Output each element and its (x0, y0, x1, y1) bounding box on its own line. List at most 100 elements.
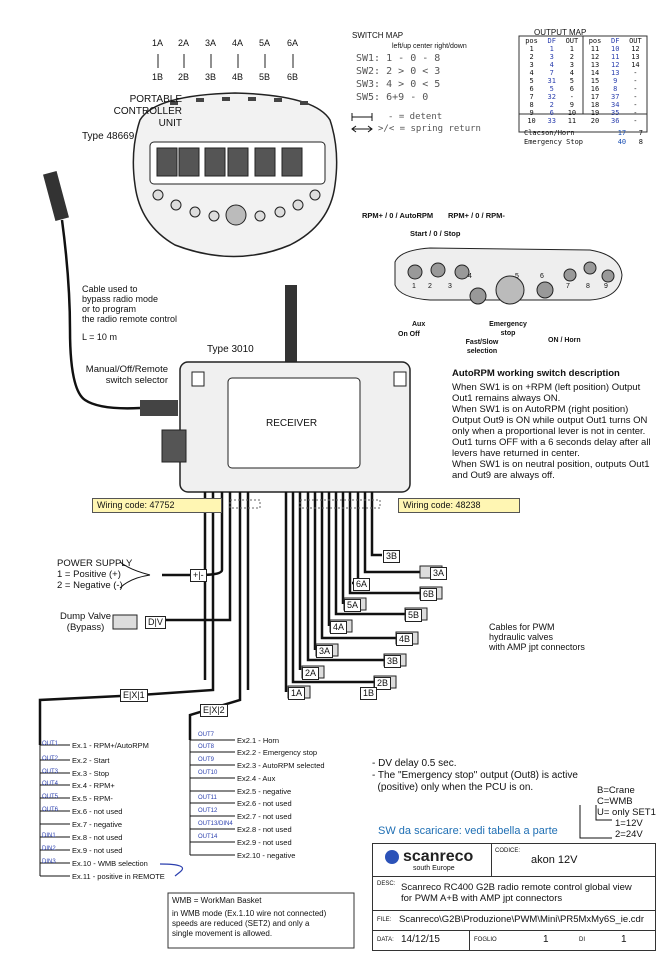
output-map-cell: 20 (590, 117, 600, 125)
output-map-cell: 11 (590, 45, 600, 53)
panel-number: 4 (468, 273, 472, 280)
foglio-value: 1 (543, 934, 549, 945)
ex2-tag: OUT7 (198, 732, 215, 738)
output-map-cell: 1 (549, 45, 554, 53)
valve-connector: 1A (288, 687, 306, 700)
output-map-header: OUT (565, 37, 579, 45)
ex2-label: Ex2.3 - AutoRPM selected (237, 761, 325, 770)
lever-label: 1B (152, 72, 164, 82)
ex1-label: Ex.11 - positive in REMOTE (72, 872, 165, 881)
lever-label: 3A (205, 38, 217, 48)
output-map-cell: 11 (610, 53, 620, 61)
output-map-cell: 1 (569, 45, 575, 53)
ex2-label: Ex2.10 - negative (237, 851, 296, 860)
switch-map-header: left/up center right/down (392, 43, 467, 50)
sw-note: SW da scaricare: vedi tabella a parte (378, 825, 558, 837)
valve-connector: 5A (344, 599, 362, 612)
wmb-line: in WMB mode (Ex.1.10 wire not connected) (172, 909, 327, 918)
file-label: FILE: (377, 917, 392, 923)
switch-map-row: SW1: 1 - 0 - 8 (356, 53, 441, 64)
lever-label: 2A (178, 38, 190, 48)
note-line: - The "Emergency stop" output (Out8) is … (372, 770, 578, 781)
lever-label: 6B (287, 72, 299, 82)
ex1-tag: OUT1 (42, 741, 59, 747)
foglio-label: FOGLIO (469, 930, 497, 950)
lever-label: 5A (259, 38, 271, 48)
output-map-cell: - (633, 109, 638, 117)
ex1-tag: OUT2 (42, 756, 59, 762)
lever-label: 5B (259, 72, 271, 82)
controller-type: Type 48669 (82, 131, 135, 142)
lever-label: 2B (178, 72, 190, 82)
output-map-cell: 3 (549, 53, 554, 61)
output-map-cell: 7 (529, 93, 534, 101)
ex1-tag: DIN2 (42, 846, 56, 852)
valve-connector: 4B (396, 633, 414, 646)
output-map-cell: 36 (610, 117, 620, 125)
controller-title-line3: UNIT (158, 118, 182, 129)
panel-number: 7 (566, 283, 570, 290)
output-map-header: DF (610, 37, 620, 45)
file-path: Scanreco\G2B\Produzione\PWM\Mini\PR5MxMy… (399, 914, 644, 925)
switch-map-row: SW5: 6+9 - 0 (356, 92, 429, 103)
codice-value: akon 12V (531, 854, 578, 866)
output-map-cell: 13 (610, 69, 620, 77)
output-map-cell: 5 (529, 77, 534, 85)
lever-label: 6A (287, 38, 299, 48)
brand-logo-icon (385, 850, 399, 864)
option-c: C=WMB (597, 796, 633, 807)
output-map-cell: 18 (590, 101, 600, 109)
selector-line2: switch selector (105, 375, 168, 386)
valve-connector: 3A (316, 645, 334, 658)
selector-label: Manual/Off/Remote switch selector (82, 364, 168, 386)
lever-label: 4A (232, 38, 244, 48)
ex2-tag: OUT10 (198, 770, 218, 776)
autorpm-line: Out1 turns OFF with a 6 seconds delay af… (452, 437, 651, 448)
output-map-cell: 3 (529, 61, 534, 69)
output-map-cell: 9 (613, 77, 618, 85)
output-map-cell: - (633, 117, 638, 125)
cable-line: bypass radio mode (82, 294, 159, 304)
option-codes: B=Crane C=WMB U= only SET1 (597, 785, 656, 818)
start-stop-label: Start / 0 / Stop (410, 229, 461, 238)
output-map-cell: 17 (590, 93, 600, 101)
onhorn-label: ON / Horn (548, 337, 581, 344)
option-u: U= only SET1 (597, 807, 656, 818)
output-map-footer-row: Emergency Stop 40 8 (524, 138, 643, 146)
output-map-cell: - (633, 85, 638, 93)
output-map-cell: 33 (547, 117, 556, 125)
output-map-cell: - (569, 93, 575, 101)
output-map-cell: 31 (547, 77, 556, 85)
notes: - DV delay 0.5 sec. - The "Emergency sto… (372, 758, 578, 794)
controller-title-line2: CONTROLLER (113, 106, 182, 117)
dump-valve: Dump Valve (Bypass) (60, 611, 111, 633)
output-map-cell: 12 (631, 45, 640, 53)
ex1-tag: OUT4 (42, 781, 59, 787)
panel-number: 6 (540, 273, 544, 280)
valve-connector: 3B (383, 550, 401, 563)
pwm-line: Cables for PWM (489, 622, 555, 632)
ex1-branches (39, 744, 184, 877)
ex2-tag: OUT9 (198, 757, 215, 763)
output-map-cell: 10 (567, 109, 577, 117)
autorpm-line: When SW1 is on AutoRPM (right position) (452, 404, 629, 415)
date-cell: DATA: 14/12/15 FOGLIO 1 DI 1 (373, 930, 655, 950)
output-map-cell: 6 (569, 85, 575, 93)
output-map-cell: 2 (549, 101, 554, 109)
dump-connector: D|V (145, 616, 166, 629)
ex1-label: Ex.5 - RPM- (72, 794, 113, 803)
pwm-cables-label: Cables for PWM hydraulic valves with AMP… (489, 622, 585, 652)
output-map-cell: 19 (590, 109, 600, 117)
autorpm-line: Out1 remains always ON. (452, 393, 561, 404)
ex1-label: Ex.2 - Start (72, 756, 110, 765)
title-block: scanreco south Europe CODICE: akon 12V D… (372, 843, 656, 951)
ex1-label: Ex.4 - RPM+ (72, 781, 115, 790)
